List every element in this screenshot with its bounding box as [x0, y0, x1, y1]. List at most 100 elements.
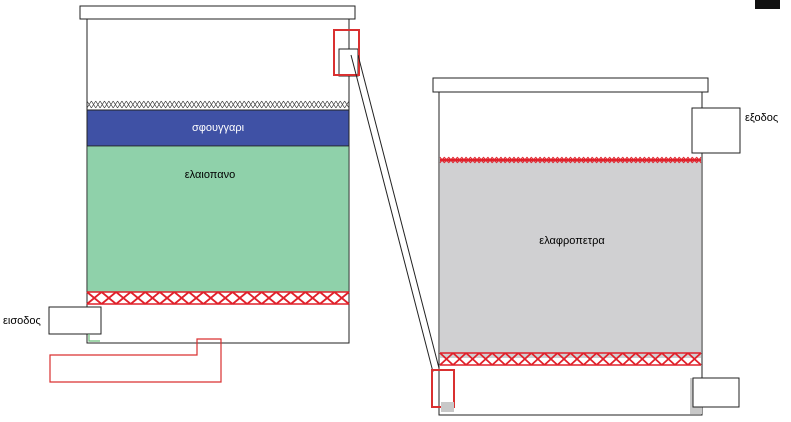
mesh-x	[513, 156, 519, 164]
mesh-x	[208, 100, 214, 109]
mesh-x	[648, 352, 663, 366]
mesh-x	[509, 156, 515, 164]
inlet-corner	[88, 334, 100, 342]
mesh-x	[613, 156, 619, 164]
mesh-x	[86, 291, 103, 305]
mesh-x	[305, 100, 310, 109]
mesh-x	[595, 352, 611, 366]
mesh-x	[230, 100, 236, 109]
mesh-x	[444, 156, 450, 164]
mesh-x	[691, 156, 697, 164]
mesh-x	[565, 156, 571, 164]
mesh-x	[448, 156, 454, 164]
connecting-tube-left	[350, 54, 434, 373]
mesh-x	[95, 100, 101, 109]
mesh-x	[309, 100, 315, 109]
mesh-x	[517, 352, 532, 366]
mesh-x	[657, 156, 663, 164]
outlet-box	[691, 107, 741, 154]
mesh-x	[591, 156, 597, 164]
mesh-x	[604, 156, 610, 164]
inlet-label: εισοδος	[3, 315, 41, 327]
mesh-x	[169, 100, 175, 109]
mesh-x	[504, 156, 510, 164]
inlet-pipe	[49, 338, 222, 383]
mesh-x	[491, 352, 506, 366]
mesh-x	[217, 291, 234, 305]
mesh-x	[661, 156, 667, 164]
mesh-x	[696, 156, 702, 164]
mesh-x	[204, 100, 210, 109]
mesh-x	[596, 156, 602, 164]
mesh-x	[652, 156, 658, 164]
mesh-x	[543, 352, 559, 366]
mesh-x	[231, 291, 248, 305]
pumice-layer	[440, 160, 701, 358]
tank-1: σφουγγαρι ελαιοπανο εισοδος	[3, 5, 360, 344]
mesh-x	[331, 100, 337, 109]
mesh-x	[487, 156, 493, 164]
mesh-x	[674, 352, 689, 366]
mesh-x	[661, 352, 676, 366]
mesh-x	[108, 100, 114, 109]
mesh-x	[578, 156, 584, 164]
tank-2-top-mesh	[439, 156, 702, 164]
mesh-x	[530, 352, 546, 366]
mesh-x	[483, 156, 489, 164]
mesh-x	[318, 100, 324, 109]
mesh-x	[583, 156, 589, 164]
mesh-x	[222, 100, 228, 109]
mesh-x	[261, 291, 277, 305]
mesh-x	[130, 100, 136, 109]
tank-2-lid	[432, 77, 709, 93]
mesh-x	[112, 100, 118, 109]
mesh-x	[626, 156, 632, 164]
mesh-x	[522, 156, 528, 164]
mesh-x	[322, 100, 328, 109]
connecting-tube-right	[357, 54, 441, 373]
mesh-x	[174, 100, 179, 109]
mesh-x	[300, 100, 306, 109]
mesh-x	[474, 156, 480, 164]
mesh-x	[213, 100, 219, 109]
mesh-x	[644, 156, 650, 164]
mesh-x	[526, 156, 532, 164]
mesh-x	[635, 352, 650, 366]
mesh-x	[99, 100, 105, 109]
mesh-x	[496, 156, 502, 164]
mesh-x	[261, 100, 267, 109]
mesh-x	[439, 352, 454, 366]
mesh-x	[147, 100, 153, 109]
mesh-x	[246, 291, 263, 305]
mesh-x	[226, 100, 232, 109]
mesh-x	[217, 100, 223, 109]
mesh-x	[86, 100, 92, 109]
mesh-x	[126, 100, 131, 109]
mesh-x	[687, 156, 693, 164]
tank-2-inlet-marker	[441, 402, 454, 412]
mesh-x	[104, 100, 110, 109]
mesh-x	[574, 156, 580, 164]
mesh-x	[531, 156, 537, 164]
mesh-x	[470, 156, 476, 164]
mesh-x	[452, 352, 467, 366]
mesh-x	[144, 291, 161, 305]
mesh-x	[173, 291, 190, 305]
mesh-x	[622, 352, 637, 366]
mesh-x	[683, 156, 689, 164]
mesh-x	[143, 100, 149, 109]
mesh-x	[265, 100, 271, 109]
mesh-x	[290, 291, 306, 305]
mesh-x	[609, 156, 615, 164]
mesh-x	[117, 100, 123, 109]
mesh-x	[618, 156, 624, 164]
sponge-label: σφουγγαρι	[192, 122, 245, 134]
felt-layer	[86, 145, 350, 293]
tank-1-lid	[79, 5, 356, 20]
mesh-x	[270, 100, 276, 109]
tank-2-bottom-mesh	[439, 352, 702, 366]
mesh-x	[296, 100, 302, 109]
pumice-label: ελαφροπετρα	[539, 235, 605, 247]
mesh-x	[582, 352, 598, 366]
